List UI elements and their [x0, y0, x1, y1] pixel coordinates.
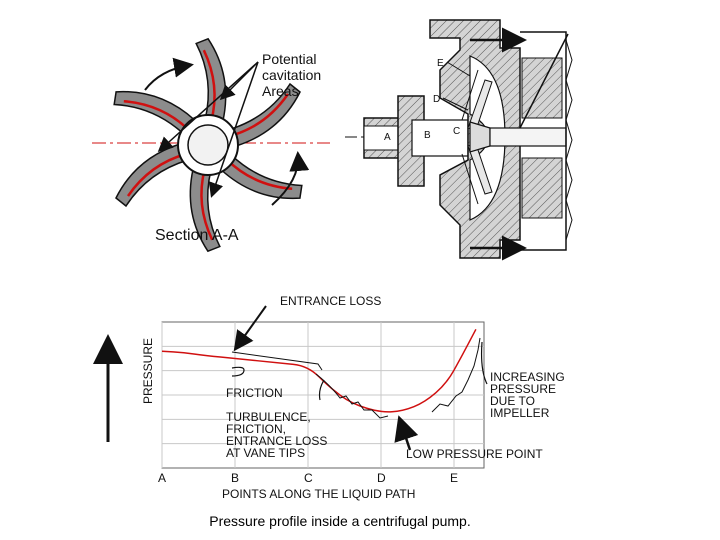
cavitation-leaders	[157, 61, 259, 198]
gauge-pointer	[519, 33, 569, 129]
turbulence-label-4: AT VANE TIPS	[226, 446, 305, 460]
turbulence-label-2: FRICTION,	[226, 422, 286, 436]
entrance-loss-label: ENTRANCE LOSS	[280, 294, 381, 308]
low-point-label: LOW PRESSURE POINT	[406, 447, 543, 461]
rotation-arrow-right	[271, 151, 310, 206]
increasing-outline	[431, 337, 481, 413]
increasing-bracket	[480, 341, 488, 385]
turbulence-outline	[315, 373, 389, 419]
impeller-view: Potential cavitation Areas Section A-A	[92, 37, 330, 253]
frame-break-line	[565, 39, 573, 241]
suction-passage	[411, 119, 469, 157]
x-tick-label: E	[450, 471, 458, 485]
x-tick-label: A	[158, 471, 166, 485]
callout-line-2: cavitation	[262, 67, 321, 83]
rotation-arrow-top	[144, 57, 194, 91]
pressure-chart: A B C D E PRESSURE POINTS ALONG THE LIQUID P…	[93, 294, 565, 501]
figure-caption: Pressure profile inside a centrifugal pu…	[209, 513, 471, 529]
friction-bracket	[231, 366, 245, 377]
x-tick-label: D	[377, 471, 386, 485]
increasing-label-2: PRESSURE	[490, 382, 556, 396]
turbulence-label-1: TURBULENCE,	[226, 410, 311, 424]
x-tick-label: C	[304, 471, 313, 485]
pressure-curve	[161, 328, 477, 413]
pump-cross-section: E D A B C	[345, 19, 573, 261]
impeller-eye	[187, 124, 229, 166]
callout-line-3: Areas	[262, 83, 299, 99]
bearing-frame	[520, 31, 567, 251]
leader-e	[446, 61, 471, 77]
leader-d	[442, 97, 469, 111]
frame-lower	[521, 157, 563, 219]
section-label: Section A-A	[155, 227, 239, 244]
callout-line-1: Potential	[262, 51, 316, 67]
x-tick-labels: A B C D E	[158, 471, 458, 485]
turbulence-label-3: ENTRANCE LOSS	[226, 434, 327, 448]
low-point-leader	[394, 415, 419, 451]
x-axis-label: POINTS ALONG THE LIQUID PATH	[222, 487, 415, 501]
impeller-vane	[115, 143, 190, 208]
point-label-e: E	[437, 58, 444, 69]
entrance-loss-leader	[233, 305, 267, 352]
pump-shaft	[489, 127, 567, 147]
chart-gridlines	[161, 322, 484, 468]
increasing-label-1: INCREASING	[490, 370, 565, 384]
increasing-label-4: IMPELLER	[490, 406, 550, 420]
turbulence-bracket	[318, 379, 325, 401]
x-tick-label: B	[231, 471, 239, 485]
impeller-hub-side	[469, 121, 491, 153]
point-label-a: A	[384, 132, 391, 143]
increasing-label-3: DUE TO	[490, 394, 535, 408]
frame-upper	[521, 57, 563, 119]
y-axis-label: PRESSURE	[141, 338, 155, 404]
friction-label: FRICTION	[226, 386, 283, 400]
point-label-d: D	[433, 94, 440, 105]
friction-outline	[231, 351, 323, 371]
point-label-b: B	[424, 130, 431, 141]
point-label-c: C	[453, 126, 460, 137]
